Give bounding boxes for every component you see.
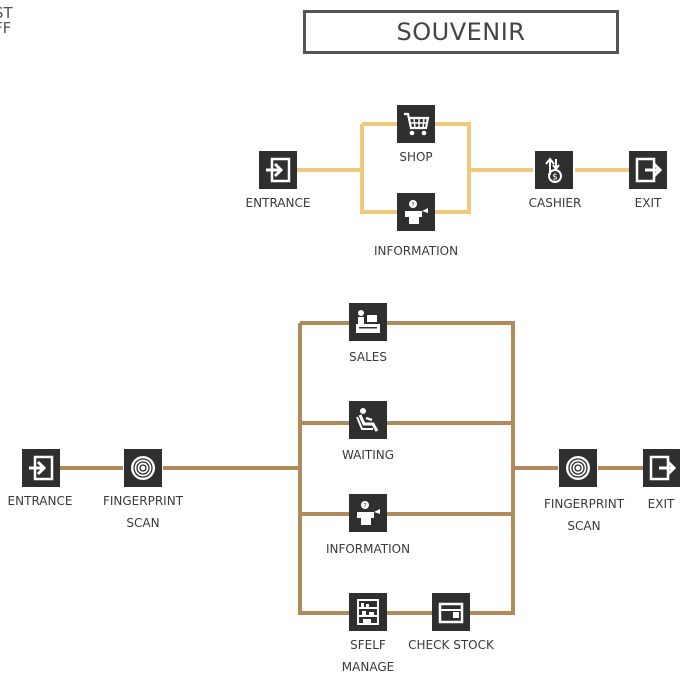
bottom-entrance-label: ENTRANCE [7,494,73,508]
fingerprint-out-label-line1: FINGERPRINT [543,497,625,511]
bottom-exit-label: EXIT [647,497,675,511]
bottom-entrance-icon [22,449,60,487]
svg-text:?: ? [363,503,366,510]
shop-cart-icon [397,105,435,143]
bottom-information-desk-icon: ? [349,494,387,532]
top-information-label: INFORMATION [373,244,459,258]
diagram-title: SOUVENIR [303,10,619,54]
bottom-exit-icon [643,449,680,487]
diagram-title-text: SOUVENIR [396,18,526,46]
top-exit-icon [629,151,667,189]
svg-text:$: $ [552,173,558,183]
fingerprint-out-label-line2: SCAN [567,519,601,533]
fingerprint-in-label-line2: SCAN [126,516,160,530]
svg-text:?: ? [411,202,414,209]
shelf-manage-label: SFELF MANAGE [342,634,394,678]
fingerprint-out-icon [559,449,597,487]
shelf-manage-label-line1: SFELF [350,638,386,652]
top-exit-label: EXIT [634,196,662,210]
top-entrance-label: ENTRANCE [245,196,311,210]
shelf-icon [349,593,387,631]
waiting-chair-icon [349,401,387,439]
cashier-label: CASHIER [528,196,582,210]
sales-counter-icon [349,303,387,341]
top-entrance-icon [259,151,297,189]
top-information-desk-icon: ? [397,193,435,231]
fingerprint-out-label: FINGERPRINT SCAN [544,493,624,537]
corner-text-line-1: ST [0,4,13,22]
fingerprint-in-icon [124,449,162,487]
waiting-label: WAITING [341,448,395,462]
check-stock-label: CHECK STOCK [408,638,494,652]
cashier-icon: $ [535,151,573,189]
corner-text: ST FF [0,6,13,36]
sales-label: SALES [349,350,387,364]
bottom-flow-lines [60,321,643,615]
bottom-outer-loop [298,321,515,615]
corner-text-line-2: FF [0,19,12,37]
bottom-information-label: INFORMATION [325,542,411,556]
check-stock-box-icon [432,593,470,631]
fingerprint-in-label-line1: FINGERPRINT [102,494,184,508]
shelf-manage-label-line2: MANAGE [341,660,395,674]
fingerprint-in-label: FINGERPRINT SCAN [103,490,183,534]
shop-label: SHOP [399,150,433,164]
